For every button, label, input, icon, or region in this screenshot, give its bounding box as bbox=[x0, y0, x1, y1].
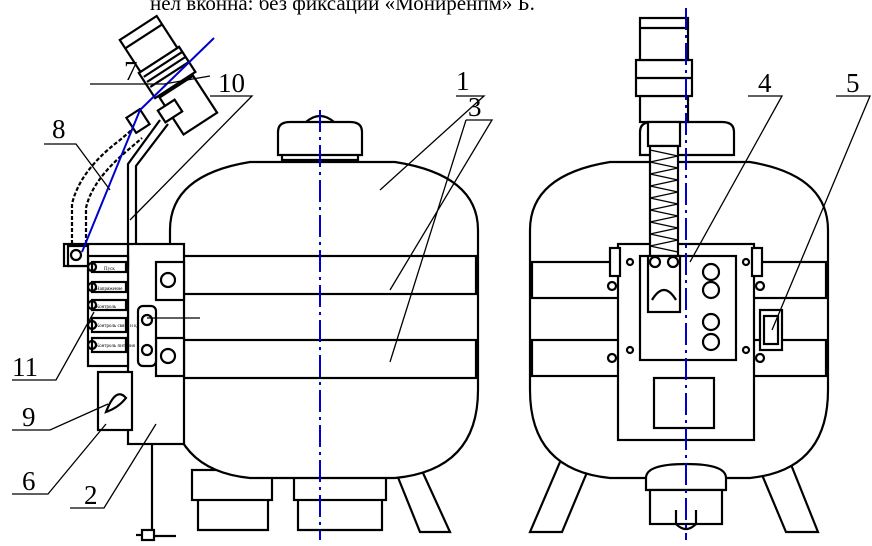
callout-11: 11 bbox=[12, 352, 38, 382]
caption-text: нел вконна: без фиксации «Мониренпм» Б. bbox=[150, 0, 535, 15]
callout-4: 4 bbox=[758, 68, 772, 98]
right-view bbox=[528, 8, 830, 540]
callouts: 1 2 3 4 5 6 7 8 9 10 11 bbox=[12, 56, 860, 510]
panel-label-start: Пуск bbox=[104, 267, 115, 272]
callout-8: 8 bbox=[52, 114, 66, 144]
callout-10: 10 bbox=[218, 68, 245, 98]
callout-5: 5 bbox=[846, 68, 860, 98]
panel-label-control: Контроль bbox=[96, 305, 117, 310]
left-view: Пуск Напряжение Контроль Контроль связи … bbox=[62, 14, 480, 542]
panel-label-link-control: Контроль связи и кд bbox=[96, 324, 140, 329]
panel-label-voltage: Напряжение bbox=[96, 287, 123, 292]
callout-2: 2 bbox=[84, 480, 98, 510]
callout-1: 1 bbox=[456, 66, 470, 96]
panel-label-power-control: Контроль питания bbox=[96, 344, 136, 349]
callout-7: 7 bbox=[124, 56, 138, 86]
leader-lines bbox=[12, 75, 871, 509]
callout-9: 9 bbox=[22, 402, 36, 432]
callout-6: 6 bbox=[22, 466, 36, 496]
callout-3: 3 bbox=[468, 92, 482, 122]
control-switches bbox=[86, 260, 128, 354]
